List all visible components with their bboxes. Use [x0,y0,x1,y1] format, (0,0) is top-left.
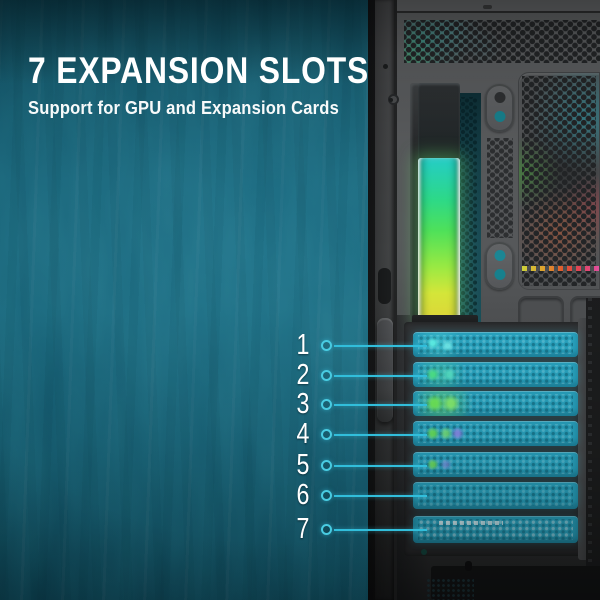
slot-rgb-glint [413,362,578,387]
callout-slot-3: 3 [290,389,430,419]
glass-panel-edge [368,0,375,600]
hex-perforation-pattern [404,20,600,63]
callout-line [334,433,427,436]
slot-rgb-glint [413,332,578,357]
slot-rgb-glint [413,391,578,416]
callout-line [334,374,427,377]
expansion-slot-1-highlight [413,332,578,357]
callout-dot-icon [321,460,332,471]
top-panel-notch [483,5,492,9]
expansion-slot-4-highlight [413,421,578,446]
bracket-hole-lit [494,269,505,280]
callout-slot-6: 6 [290,480,430,510]
slot-io-markings [413,516,578,543]
screw [383,64,388,69]
bracket-hole-lit [494,250,505,261]
page-subtitle: Support for GPU and Expansion Cards [28,98,339,118]
callout-line [334,344,427,347]
callout-number: 3 [296,388,310,420]
callout-line [334,464,427,467]
thumbscrew-center [388,97,393,102]
rear-fan-grille [518,72,600,290]
callout-slot-4: 4 [290,419,430,449]
callout-slot-2: 2 [290,360,430,390]
slot-rgb-glint [413,452,578,477]
expansion-slot-7-highlight [413,516,578,543]
callout-number: 4 [296,418,310,450]
callout-slot-5: 5 [290,450,430,480]
expansion-slot-6-highlight [413,482,578,509]
callout-number: 6 [296,479,310,511]
screw-lit [421,549,427,555]
vertical-slot-bracket-bottom [485,242,514,290]
slot-glint [413,482,578,509]
rgb-led-strip [522,266,599,271]
callout-dot-icon [321,524,332,535]
callout-dot-icon [321,399,332,410]
vertical-slot-bracket-top [485,84,514,132]
expansion-slot-3-highlight [413,391,578,416]
vertical-slot-vent-holes [487,138,513,238]
bracket-hole [494,92,505,103]
slot-rgb-glint [413,421,578,446]
callout-number: 1 [296,329,310,361]
gpu-body-top [418,83,460,163]
expansion-slot-5-highlight [413,452,578,477]
callout-line [334,494,427,497]
slot-cover-perforation [418,485,573,506]
callout-number: 2 [296,359,310,391]
fan-grille-perforation [522,76,596,286]
vertical-gpu [410,83,481,333]
callout-dot-icon [321,429,332,440]
bottom-vent-patch [426,578,474,600]
callout-slot-1: 1 [290,330,430,360]
top-panel-band [397,0,600,13]
panel-handle-cutout [378,268,391,304]
case-rear-edge [586,298,600,600]
callout-number: 5 [296,449,310,481]
callout-dot-icon [321,340,332,351]
panel-hinge-bar [377,318,393,422]
screw-slot [465,561,472,571]
panel-seam [394,0,397,600]
bracket-hole-lit [494,111,505,122]
callout-dot-icon [321,490,332,501]
headline-block: 7 EXPANSION SLOTS Support for GPU and Ex… [28,52,425,117]
callout-line [334,528,427,531]
top-vent-perforation [404,20,600,63]
gpu-rgb-light-bar [418,158,460,319]
callout-dot-icon [321,370,332,381]
expansion-slot-2-highlight [413,362,578,387]
callout-number: 7 [296,513,310,545]
side-panel-strip [375,0,394,600]
page-title: 7 EXPANSION SLOTS [28,50,370,91]
callout-line [334,403,427,406]
callout-slot-7: 7 [290,514,430,544]
